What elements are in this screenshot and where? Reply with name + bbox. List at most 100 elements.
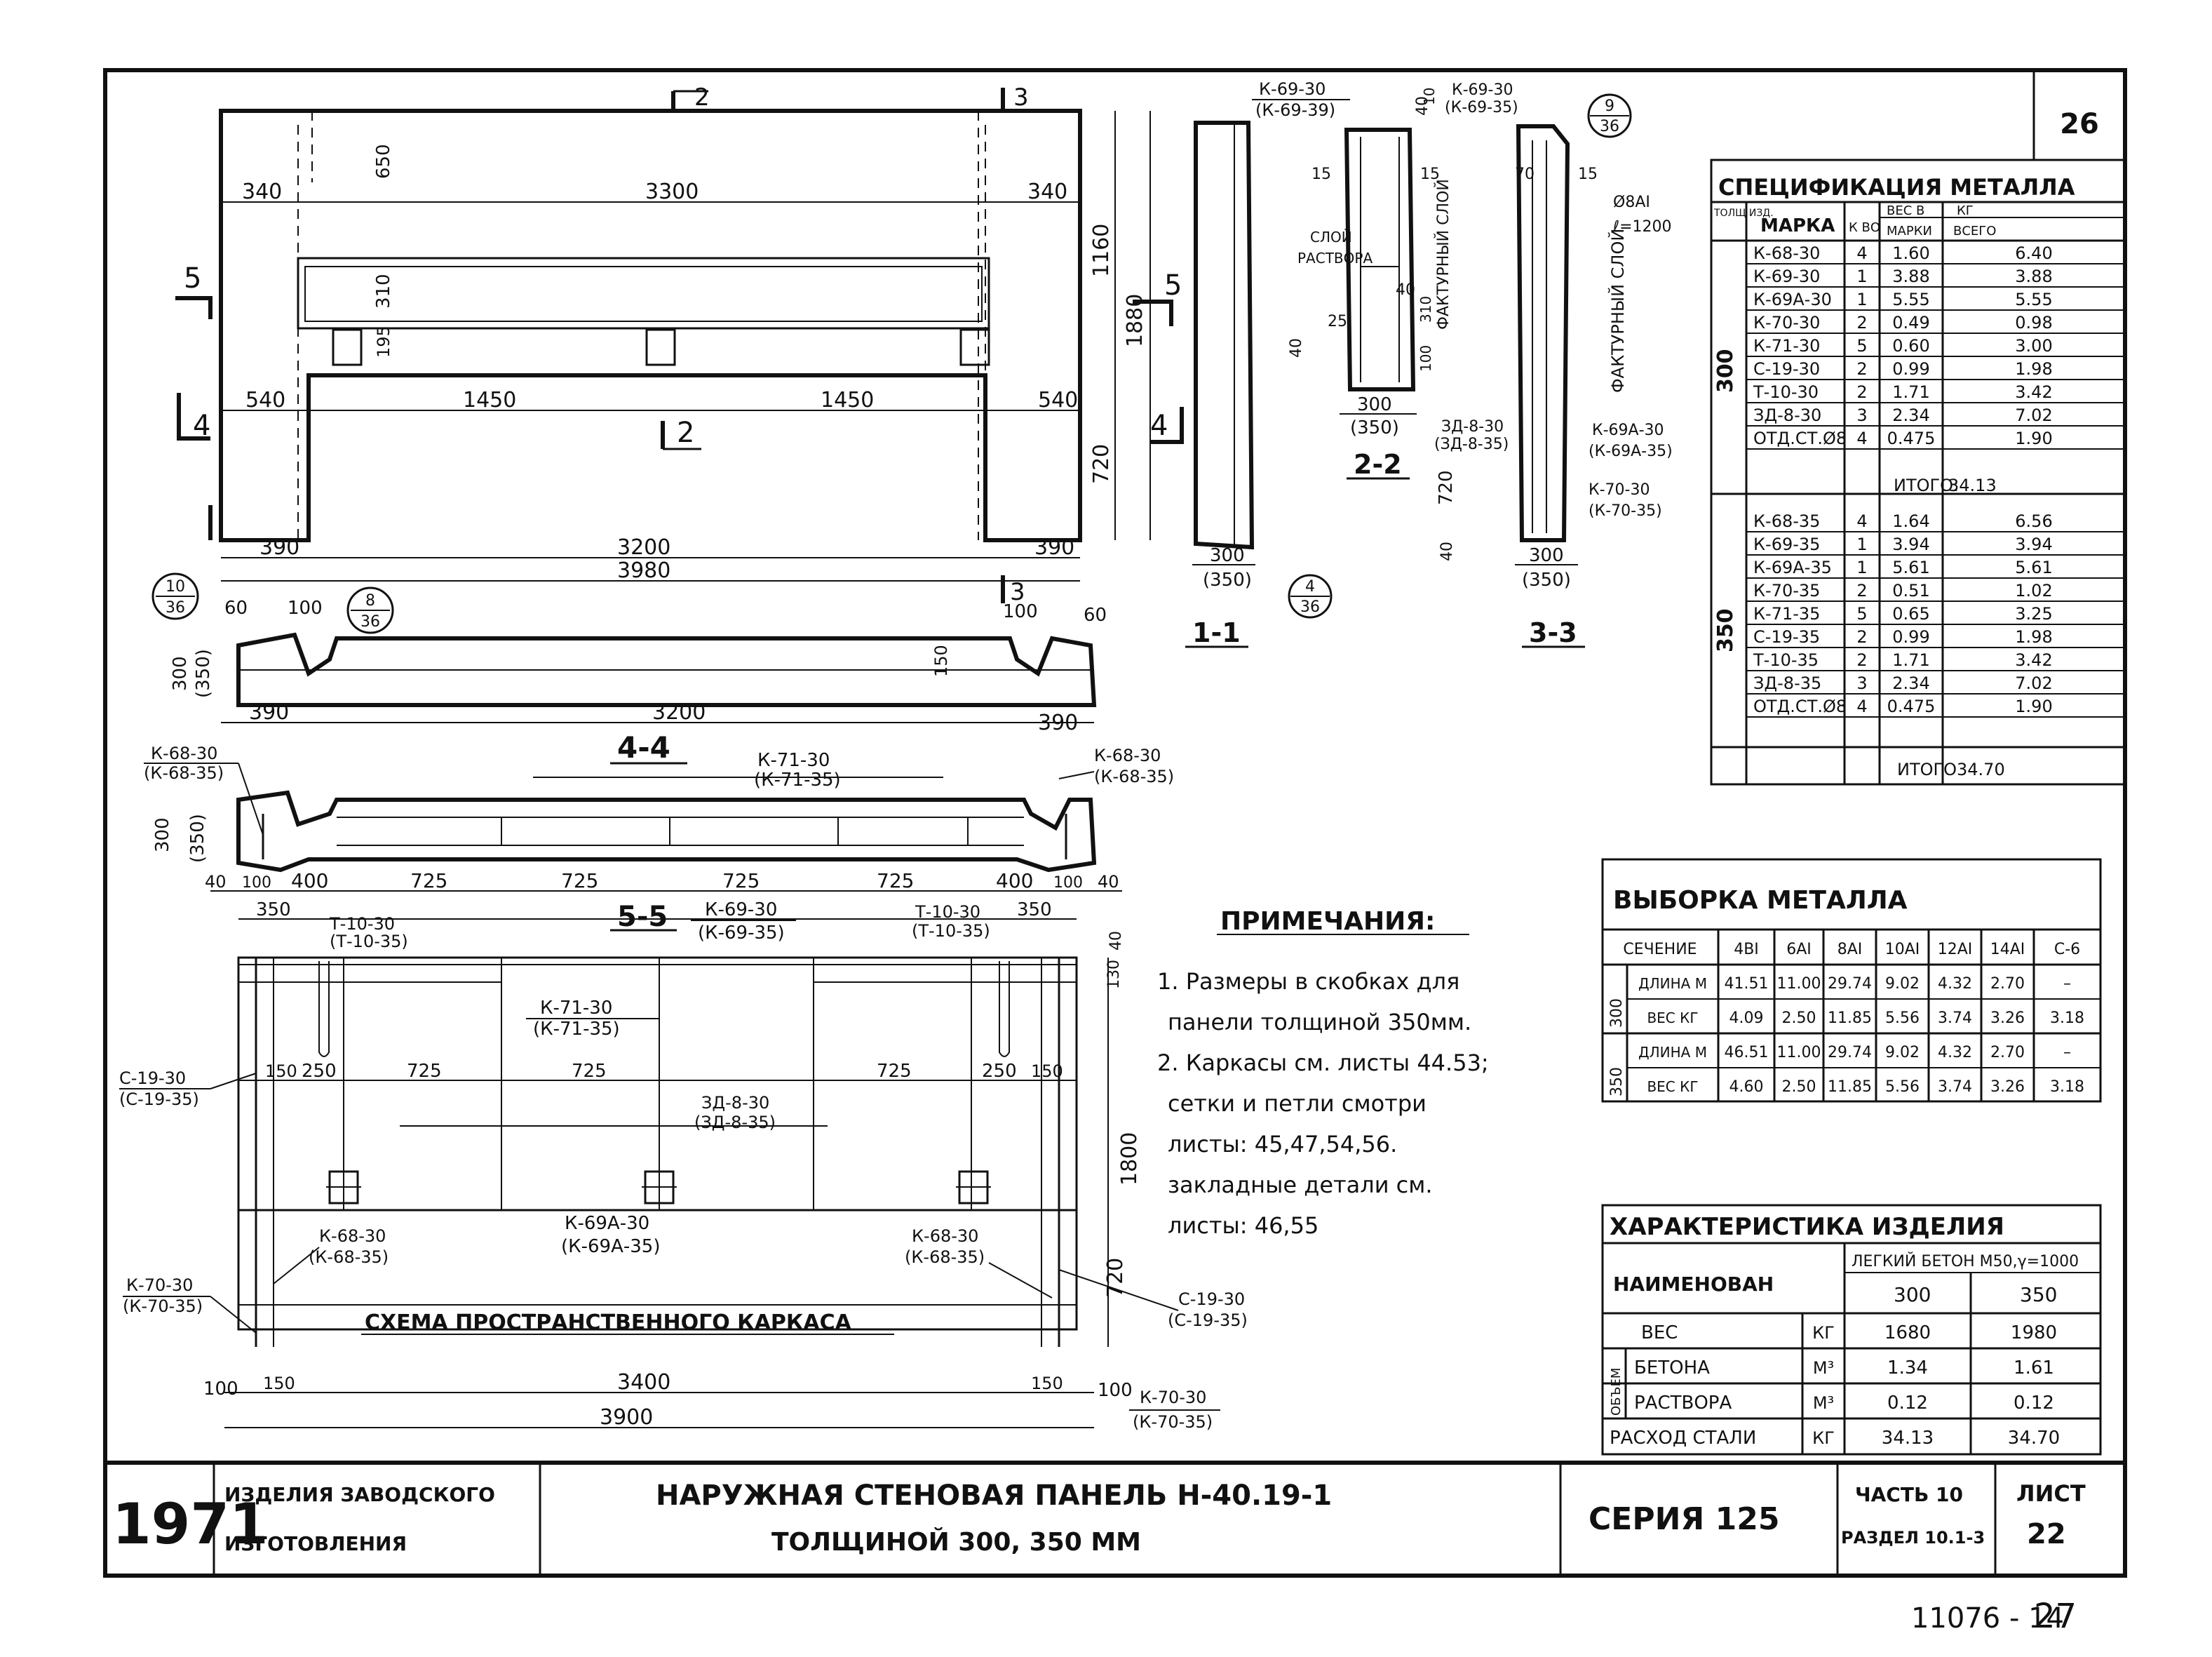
frame-title: СХЕМА ПРОСТРАНСТВЕННОГО КАРКАСА bbox=[365, 1310, 852, 1335]
dim-3300: 3300 bbox=[645, 180, 699, 204]
spec-total-weight: 0.98 bbox=[2015, 313, 2052, 333]
note-line: закладные детали см. bbox=[1168, 1172, 1433, 1198]
label-k71-alt: (К-71-35) bbox=[533, 1019, 620, 1040]
dim-60r: 60 bbox=[1084, 605, 1107, 626]
label-zd8: ЗД-8-30 bbox=[701, 1093, 769, 1113]
selection-value: 4.32 bbox=[1938, 1044, 1972, 1061]
selection-value: 41.51 bbox=[1725, 975, 1769, 993]
spec-mark: ОТД.СТ.Ø8 bbox=[1753, 429, 1847, 448]
spec-total-weight: 7.02 bbox=[2015, 673, 2052, 693]
header-300: 300 bbox=[1894, 1283, 1931, 1306]
selection-row-label: ДЛИНА М bbox=[1638, 975, 1707, 992]
spec-unit-weight: 3.88 bbox=[1892, 267, 1929, 286]
section-title-1-1: 1-1 bbox=[1192, 617, 1241, 648]
dim-350: (350) bbox=[1522, 570, 1571, 591]
section-5-5: К-68-30 (К-68-35) К-71-30 (К-71-35) К-68… bbox=[144, 744, 1174, 933]
section-title-4-4: 4-4 bbox=[617, 730, 670, 765]
label-k68: К-68-30 bbox=[151, 744, 217, 763]
selection-header: 6АI bbox=[1786, 941, 1812, 958]
spec-qty: 2 bbox=[1856, 650, 1867, 670]
section-outline bbox=[1194, 121, 1255, 550]
selection-value: 2.50 bbox=[1782, 1009, 1816, 1027]
selection-value: 3.18 bbox=[2050, 1009, 2084, 1027]
label-k68-alt: (К-68-35) bbox=[144, 763, 224, 783]
selection-value: 11.85 bbox=[1828, 1009, 1872, 1027]
dim-390r: 390 bbox=[1038, 711, 1078, 735]
section-outline bbox=[236, 632, 1097, 707]
note-line: сетки и петли смотри bbox=[1168, 1090, 1427, 1117]
label-k71: К-71-30 bbox=[757, 750, 830, 771]
panel-outline bbox=[219, 109, 1082, 542]
label-c19r-alt: (С-19-35) bbox=[1168, 1310, 1248, 1330]
dim-725: 725 bbox=[572, 1061, 607, 1082]
header-qty: К ВО bbox=[1849, 220, 1880, 235]
dim-350: (350) bbox=[1350, 417, 1399, 438]
dim-1880: 1880 bbox=[1123, 294, 1147, 347]
total-value-300: 34.13 bbox=[1948, 476, 1997, 495]
selection-value: 29.74 bbox=[1828, 1044, 1872, 1061]
char-value-300: 0.12 bbox=[1887, 1393, 1928, 1414]
dim-310: 310 bbox=[373, 274, 394, 309]
total-label: ИТОГО bbox=[1897, 760, 1957, 779]
selection-value: 11.00 bbox=[1777, 975, 1821, 993]
spec-unit-weight: 1.60 bbox=[1892, 243, 1929, 263]
selection-value: 3.18 bbox=[2050, 1078, 2084, 1096]
label-c19-alt: (С-19-35) bbox=[119, 1089, 199, 1109]
selection-value: 9.02 bbox=[1885, 1044, 1920, 1061]
sheet-number: 22 bbox=[2027, 1518, 2066, 1550]
dim-40: 40 bbox=[1414, 96, 1431, 116]
dim-650: 650 bbox=[373, 144, 394, 179]
dim-350: (350) bbox=[1203, 570, 1252, 591]
spec-unit-weight: 1.64 bbox=[1892, 511, 1929, 531]
spec-mark: К-68-30 bbox=[1753, 243, 1820, 263]
dim-540r: 540 bbox=[1038, 388, 1078, 412]
callout-num: 8 bbox=[365, 592, 375, 610]
selection-row-label: ДЛИНА М bbox=[1638, 1044, 1707, 1061]
dim-130: 130 bbox=[1105, 960, 1123, 989]
selection-header: 4ВI bbox=[1734, 941, 1759, 958]
dim-350: (350) bbox=[187, 814, 208, 863]
spec-qty: 4 bbox=[1856, 511, 1867, 531]
char-value-300: 1.34 bbox=[1887, 1357, 1928, 1378]
section-4-4: 60 100 100 60 300 (350) 150 390 3200 390… bbox=[151, 572, 1107, 765]
dim-1450b: 1450 bbox=[821, 388, 874, 412]
spec-table-frame bbox=[1710, 159, 2126, 786]
label-volume: ОБЪЕМ bbox=[1609, 1368, 1624, 1416]
panel-elevation: 2 3 5 4 5 4 2 3 340 3300 340 650 310 195… bbox=[175, 83, 1184, 606]
label-k69: К-69-30 bbox=[705, 899, 777, 920]
section-outline bbox=[236, 790, 1097, 873]
dim-350: 350 bbox=[256, 899, 291, 920]
spec-total-weight: 5.55 bbox=[2015, 290, 2052, 309]
spec-qty: 2 bbox=[1856, 359, 1867, 379]
label-k69-alt: (К-69-35) bbox=[698, 923, 785, 944]
dim-3200: 3200 bbox=[652, 700, 706, 725]
label-k68: К-68-30 bbox=[319, 1226, 386, 1246]
spec-qty: 2 bbox=[1856, 627, 1867, 647]
dim-100r: 100 bbox=[1098, 1380, 1133, 1401]
spec-qty: 4 bbox=[1856, 429, 1867, 448]
frame-scheme: Т-10-30 (Т-10-35) К-69-30 (К-69-35) Т-10… bbox=[119, 899, 1248, 1432]
dim-300: 300 bbox=[1529, 545, 1564, 566]
spec-total-weight: 5.61 bbox=[2015, 558, 2052, 577]
selection-header: С-6 bbox=[2054, 941, 2080, 958]
left-line-2: ИЗГОТОВЛЕНИЯ bbox=[224, 1532, 407, 1555]
label-k69-alt: (К-69-35) bbox=[1445, 99, 1518, 116]
selection-value: 9.02 bbox=[1885, 975, 1920, 993]
header-mark: МАРКА bbox=[1760, 215, 1835, 236]
label-rebar: Ø8АI bbox=[1613, 194, 1650, 211]
title-block: 1971 ИЗДЕЛИЯ ЗАВОДСКОГО ИЗГОТОВЛЕНИЯ НАР… bbox=[105, 1461, 2125, 1576]
section-title-2-2: 2-2 bbox=[1354, 449, 1402, 480]
header-name: НАИМЕНОВАН bbox=[1613, 1273, 1774, 1296]
dim-725: 725 bbox=[561, 869, 598, 892]
callout-den: 36 bbox=[1300, 598, 1320, 616]
header-kg: КГ bbox=[1957, 203, 1974, 218]
dim-340: 340 bbox=[242, 180, 282, 204]
dim-40: 40 bbox=[1107, 931, 1125, 951]
dim-725: 725 bbox=[722, 869, 760, 892]
spec-qty: 5 bbox=[1856, 336, 1867, 356]
selection-header: 8АI bbox=[1837, 941, 1863, 958]
dim-3200: 3200 bbox=[617, 535, 670, 560]
dim-15: 15 bbox=[1311, 166, 1331, 183]
